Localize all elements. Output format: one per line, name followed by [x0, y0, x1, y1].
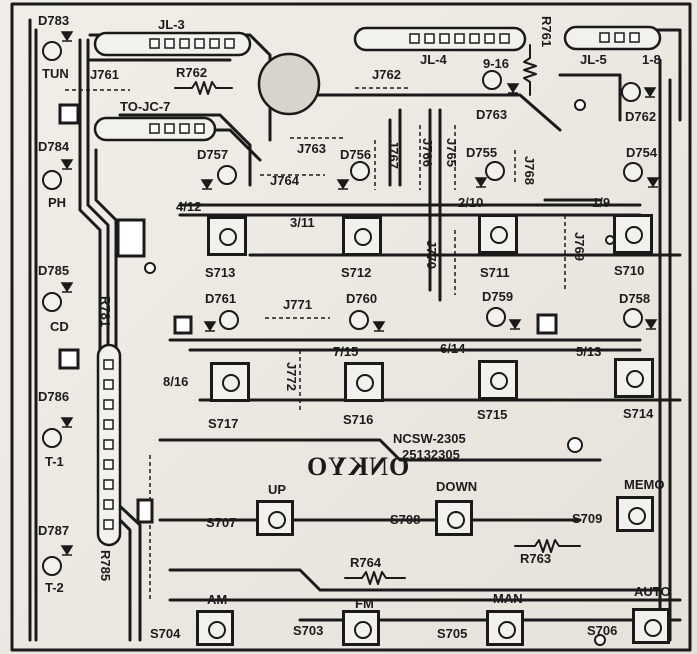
- resistor-label-r761: R761: [539, 16, 554, 48]
- connector-label-jl4: JL-4: [420, 52, 447, 67]
- switch-preset-7-15: 7/15: [333, 344, 359, 359]
- jumper-label-j772: J772: [284, 362, 299, 391]
- switch-s708[interactable]: [435, 500, 473, 536]
- resistor-label-r781: R781: [98, 296, 113, 328]
- jumper-label-j765: J765: [444, 138, 459, 167]
- led-func-9-16: 9-16: [483, 56, 510, 71]
- jumper-label-j770: J770: [424, 240, 439, 269]
- led-ref-d757: D757: [197, 147, 229, 162]
- led-func-tun: TUN: [42, 66, 69, 81]
- resistor-label-r762: R762: [176, 65, 208, 80]
- switch-ref-s705: S705: [437, 626, 468, 641]
- switch-s703[interactable]: [342, 610, 380, 646]
- led-ref-d754: D754: [626, 145, 658, 160]
- switch-ref-s716: S716: [343, 412, 374, 427]
- switch-s709[interactable]: [616, 496, 654, 532]
- led-ref-d784: D784: [38, 139, 70, 154]
- led-ref-d758: D758: [619, 291, 651, 306]
- jumper-label-j771: J771: [283, 297, 312, 312]
- led-ref-d785: D785: [38, 263, 70, 278]
- switch-ref-s712: S712: [341, 265, 372, 280]
- board-model: NCSW-2305: [393, 431, 466, 446]
- jumper-label-j762: J762: [372, 67, 401, 82]
- switch-preset-4-12: 4/12: [176, 199, 202, 214]
- jumper-label-j766: J766: [420, 138, 435, 167]
- switch-ref-s714: S714: [623, 406, 654, 421]
- switch-ref-s710: S710: [614, 263, 645, 278]
- switch-s711[interactable]: [478, 214, 518, 254]
- switch-s713[interactable]: [207, 216, 247, 256]
- led-ref-d783: D783: [38, 13, 70, 28]
- switch-func-down: DOWN: [436, 479, 478, 494]
- led-ref-d787: D787: [38, 523, 70, 538]
- connector-label-jl5: JL-5: [580, 52, 607, 67]
- jumper-label-j763: J763: [297, 141, 326, 156]
- led-ref-d755: D755: [466, 145, 498, 160]
- switch-ref-s711: S711: [480, 265, 510, 280]
- switch-func-up: UP: [268, 482, 287, 497]
- switch-ref-s704: S704: [150, 626, 181, 641]
- brand-logo: ONKYO: [306, 452, 410, 481]
- switch-s710[interactable]: [613, 214, 653, 254]
- switch-s714[interactable]: [614, 358, 654, 398]
- led-func-t2: T-2: [45, 580, 64, 595]
- jumper-label-j761: J761: [90, 67, 119, 82]
- switch-func-auto: AUTO: [634, 584, 671, 599]
- switch-ref-s709: S709: [572, 511, 603, 526]
- jumper-label-j764: J764: [270, 173, 299, 188]
- switch-s705[interactable]: [486, 610, 524, 646]
- led-ref-d763: D763: [476, 107, 508, 122]
- switch-s704[interactable]: [196, 610, 234, 646]
- switch-ref-s717: S717: [208, 416, 239, 431]
- switch-ref-s706: S706: [587, 623, 618, 638]
- jumper-label-j768: J768: [522, 156, 537, 185]
- switch-func-man: MAN: [493, 591, 523, 606]
- led-ref-d756: D756: [340, 147, 372, 162]
- board-part-number: 25132305: [402, 447, 460, 462]
- switch-ref-s713: S713: [205, 265, 236, 280]
- switch-s716[interactable]: [344, 362, 384, 402]
- switch-s707[interactable]: [256, 500, 294, 536]
- switch-preset-5-13: 5/13: [576, 344, 602, 359]
- switch-s717[interactable]: [210, 362, 250, 402]
- switch-func-fm: FM: [355, 596, 374, 611]
- resistor-label-r785: R785: [98, 550, 113, 582]
- switch-func-memo: MEMO: [624, 477, 665, 492]
- led-func-cd: CD: [50, 319, 69, 334]
- switch-ref-s715: S715: [477, 407, 508, 422]
- led-func-t1: T-1: [45, 454, 64, 469]
- switch-ref-s703: S703: [293, 623, 324, 638]
- connector-label-jl3: JL-3: [158, 17, 185, 32]
- switch-preset-8-16: 8/16: [163, 374, 189, 389]
- resistor-label-r763: R763: [520, 551, 552, 566]
- led-ref-d762: D762: [625, 109, 657, 124]
- switch-s706[interactable]: [632, 608, 670, 644]
- connector-label-to-jc7: TO-JC-7: [120, 99, 171, 114]
- led-ref-d786: D786: [38, 389, 70, 404]
- led-ref-d760: D760: [346, 291, 378, 306]
- switch-preset-6-14: 6/14: [440, 341, 466, 356]
- resistor-label-r764: R764: [350, 555, 382, 570]
- switch-preset-2-10: 2/10: [458, 195, 484, 210]
- switch-s712[interactable]: [342, 216, 382, 256]
- switch-preset-1-9: 1/9: [592, 195, 611, 210]
- switch-func-am: AM: [207, 592, 228, 607]
- jumper-label-j767: J767: [386, 140, 401, 169]
- led-ref-d761: D761: [205, 291, 237, 306]
- led-func-ph: PH: [48, 195, 67, 210]
- led-ref-d759: D759: [482, 289, 514, 304]
- switch-preset-3-11: 3/11: [290, 215, 315, 230]
- led-func-1-8: 1-8: [642, 52, 661, 67]
- switch-ref-s707: S707: [206, 515, 237, 530]
- jumper-label-j769: J769: [572, 232, 587, 261]
- switch-ref-s708: S708: [390, 512, 421, 527]
- switch-s715[interactable]: [478, 360, 518, 400]
